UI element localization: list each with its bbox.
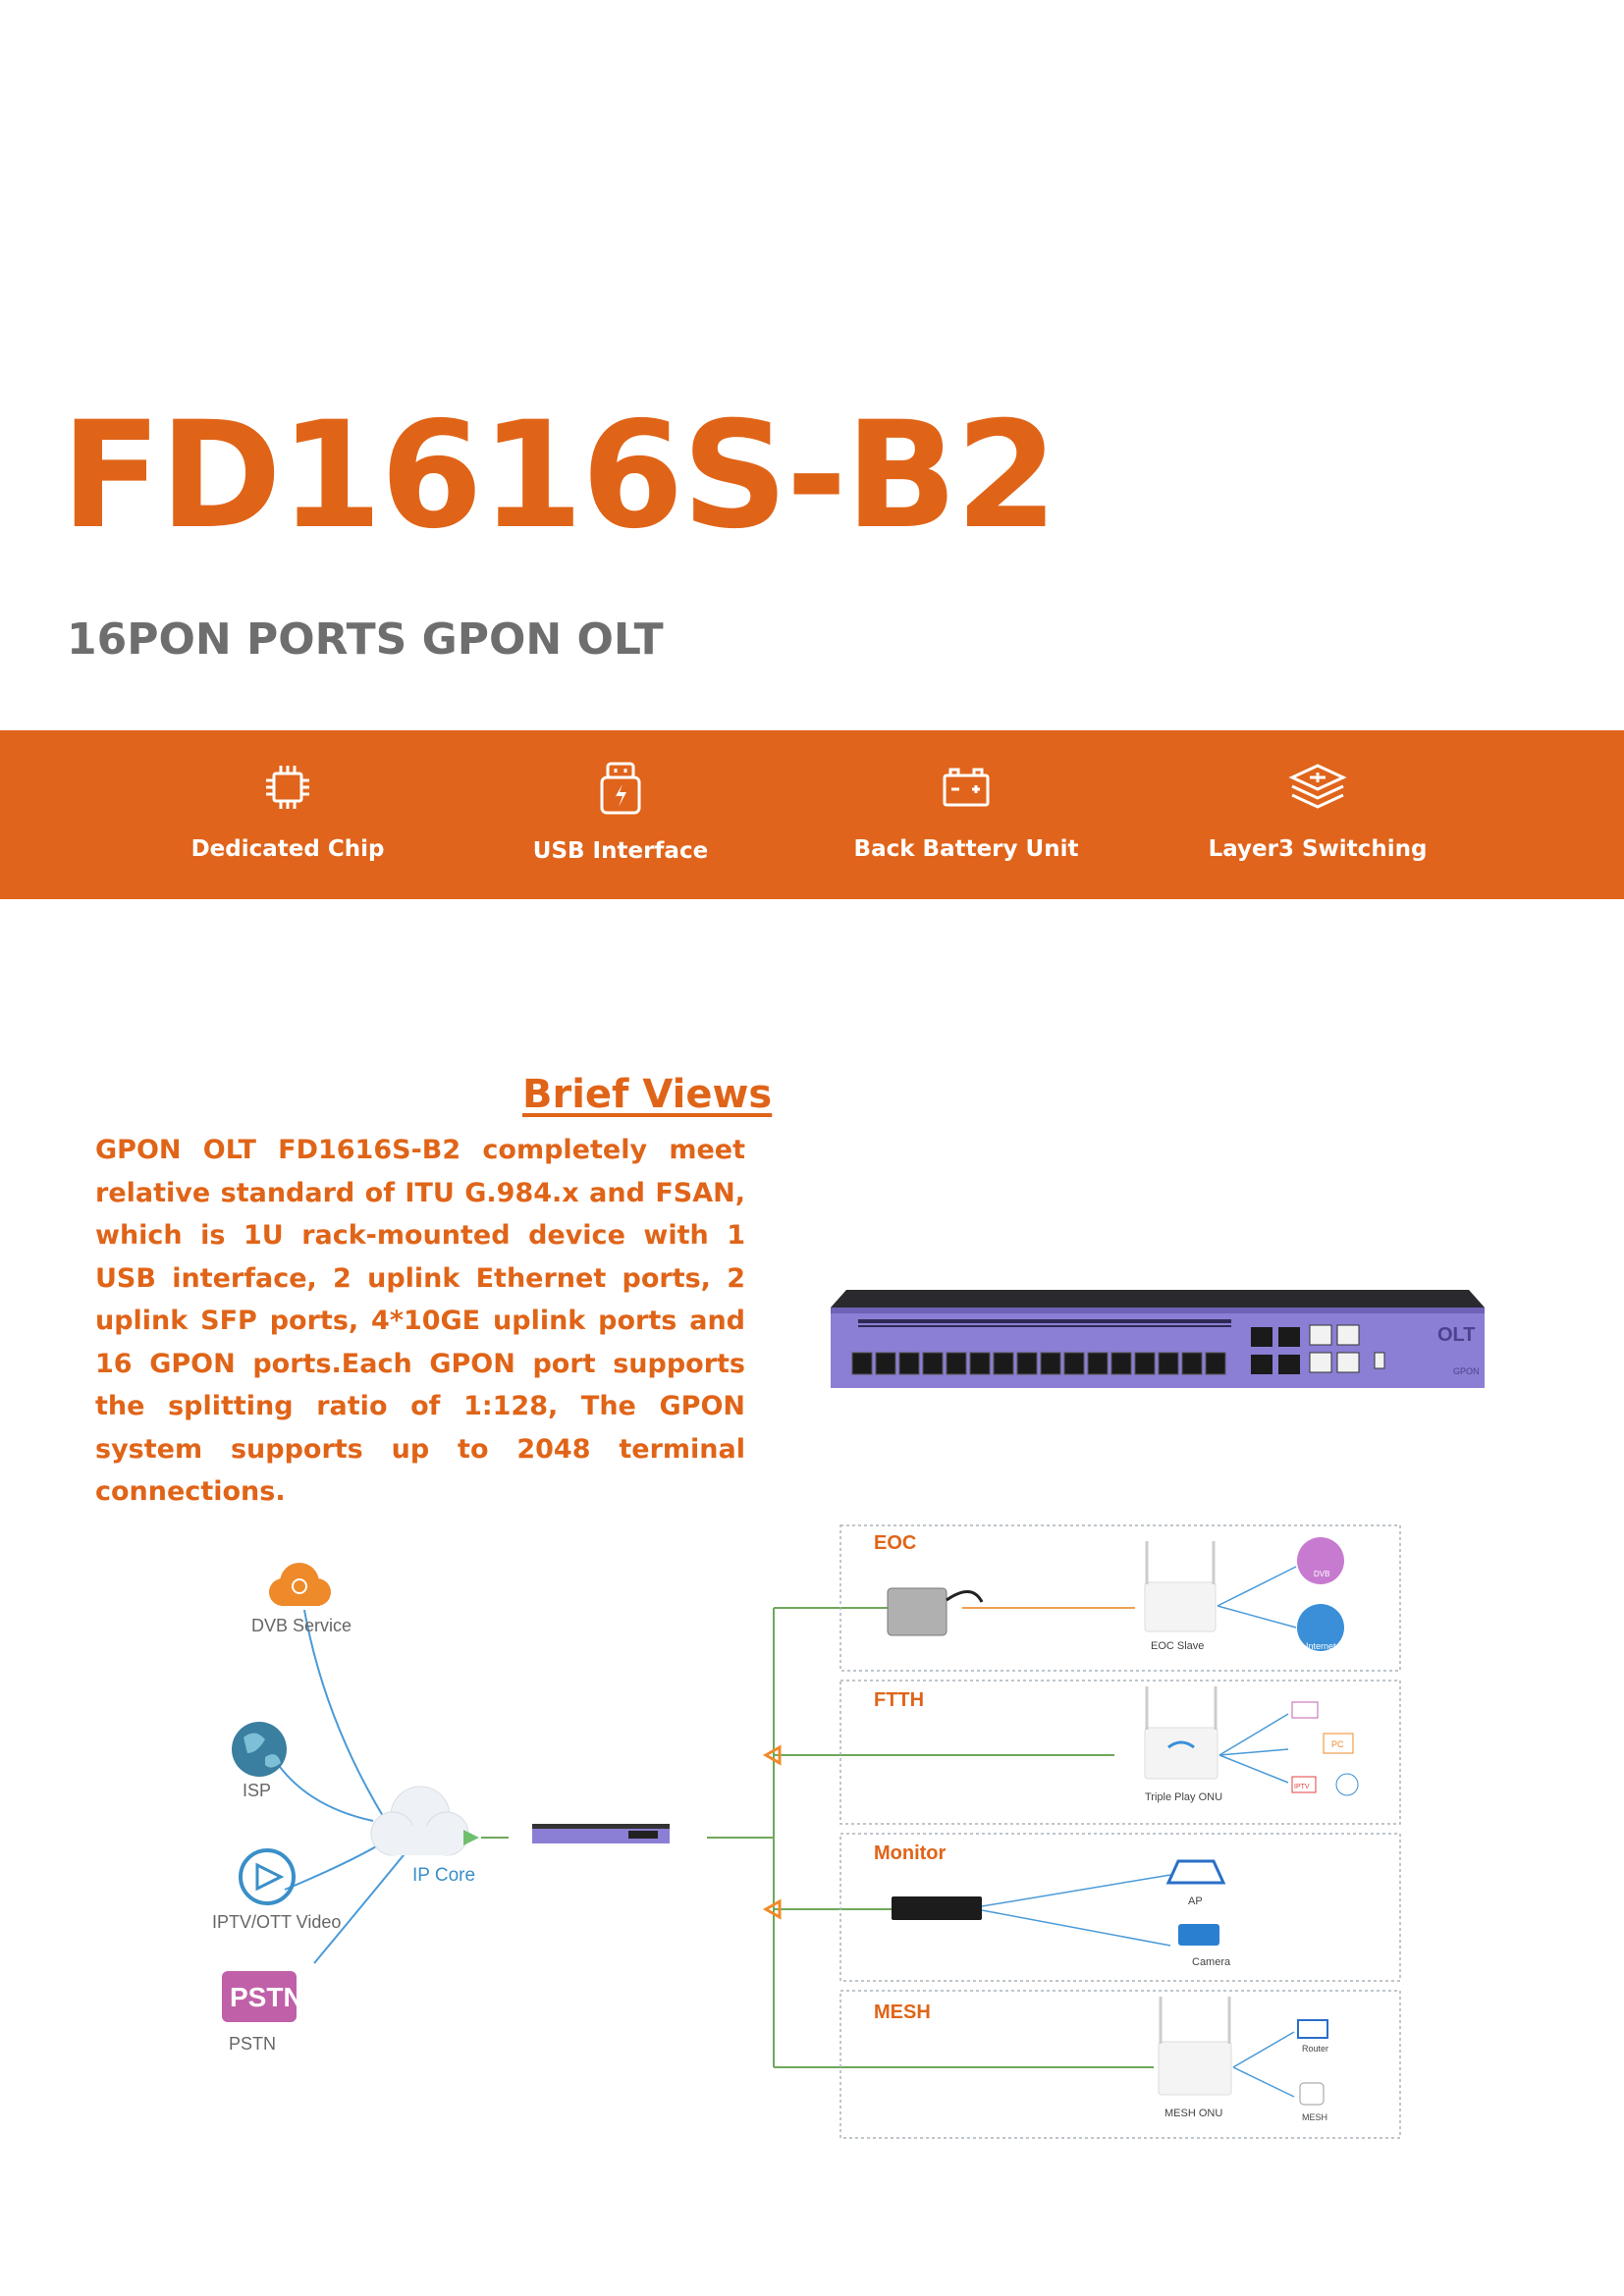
feature-back-battery: Back Battery Unit [819,760,1113,862]
ip-core-label: IP Core [412,1865,475,1886]
isp-globe-icon [232,1722,287,1777]
gpon-port [898,1352,920,1375]
ap-endpoint-icon [1165,1859,1226,1885]
internet-endpoint-icon [1297,1604,1344,1651]
gpon-port [946,1352,967,1375]
pstn-badge-icon [222,1971,297,2022]
endpoint-label-camera: Camera [1192,1956,1231,1968]
gpon-port [1016,1352,1038,1375]
gpon-port [1181,1352,1203,1375]
panel-monitor [839,1833,1401,1982]
device-label-mesh-onu: MESH ONU [1164,2108,1222,2119]
panel-eoc [839,1524,1401,1672]
layers-icon [1288,764,1347,809]
endpoint-label-iptv: IPTV [1294,1784,1310,1790]
panel-mesh [839,1990,1401,2139]
gpon-port [922,1352,944,1375]
iptv-icon [239,1848,296,1905]
feature-label: USB Interface [532,838,709,864]
device-brand-text: OLT [1437,1324,1476,1346]
feature-dedicated-chip: Dedicated Chip [140,760,435,862]
splitter-icon [762,1744,782,1766]
pc-endpoint-icon [1323,1733,1354,1754]
camera-endpoint-icon [1178,1924,1219,1946]
device-label-triple-play-onu: Triple Play ONU [1145,1791,1222,1803]
brief-views-heading: Brief Views [522,1072,773,1117]
mesh-onu-icon [1158,1997,1232,2096]
switch-icon [892,1896,982,1920]
panel-ftth [839,1680,1401,1825]
chip-icon [266,766,309,809]
product-subtitle: 16PON PORTS GPON OLT [67,614,664,665]
eoc-master-icon [887,1587,984,1636]
endpoint-label-internet: Internet [1306,1641,1336,1651]
device-model-text: GPON [1453,1366,1480,1376]
feature-label: Back Battery Unit [853,836,1079,862]
iptv-endpoint-icon [1291,1776,1317,1793]
gpon-port [1087,1352,1109,1375]
feature-label: Layer3 Switching [1208,836,1428,862]
pstn-badge-text: PSTN [230,1982,303,2012]
feature-label: Dedicated Chip [190,836,385,862]
eoc-slave-icon [1144,1541,1217,1632]
router-endpoint-icon [1291,1701,1319,1719]
core-arrow-icon [463,1830,479,1845]
endpoint-label-mesh: MESH [1302,2112,1327,2122]
endpoint-label-ap: AP [1188,1896,1203,1907]
source-label-pstn: PSTN [229,2034,276,2054]
source-label-dvb: DVB Service [251,1616,352,1635]
gpon-port [993,1352,1014,1375]
source-links [272,1609,408,1964]
endpoint-label-dvb: DVB [1314,1570,1329,1578]
feature-layer3-switching: Layer3 Switching [1170,760,1465,862]
mesh-router-endpoint-icon [1297,2019,1328,2039]
gpon-port [875,1352,896,1375]
gpon-port [1134,1352,1156,1375]
panel-title-eoc: EOC [874,1532,916,1554]
panel-title-mesh: MESH [874,2002,931,2023]
source-label-isp: ISP [243,1781,271,1800]
ip-core-cloud-icon [370,1786,469,1856]
gpon-port [1040,1352,1061,1375]
source-label-iptv: IPTV/OTT Video [212,1912,341,1932]
panel-title-ftth: FTTH [874,1689,924,1711]
phone-endpoint-icon [1335,1773,1359,1796]
model-title: FD1616S-B2 [61,391,1057,561]
dvb-endpoint-icon [1297,1537,1344,1584]
gpon-port [851,1352,873,1375]
dvb-service-icon [269,1563,331,1606]
panel-title-monitor: Monitor [874,1842,947,1864]
gpon-port [1205,1352,1226,1375]
olt-small-icon [532,1824,670,1843]
endpoint-label-pc: PC [1331,1739,1344,1749]
olt-device-image: OLT GPON [831,1290,1485,1388]
splitter-icon [762,1898,782,1920]
brief-views-body: GPON OLT FD1616S-B2 completely meet rela… [95,1135,745,1507]
endpoint-label-router: Router [1302,2044,1328,2054]
device-label-eoc-slave: EOC Slave [1151,1640,1204,1652]
gpon-port [1158,1352,1179,1375]
gpon-port [969,1352,991,1375]
gpon-port [1063,1352,1085,1375]
mesh-node-endpoint-icon [1299,2082,1325,2106]
gpon-port [1110,1352,1132,1375]
battery-icon [943,768,990,807]
network-topology-diagram: DVB Service ISP IPTV/OTT Video PSTN PSTN… [212,1524,1401,2139]
triple-play-onu-icon [1144,1686,1218,1780]
feature-usb-interface: USB Interface [473,760,768,864]
usb-icon [600,762,641,815]
feature-band: Dedicated Chip USB Interface Back Batter… [0,730,1624,899]
distribution-trunk [773,1607,1154,2068]
